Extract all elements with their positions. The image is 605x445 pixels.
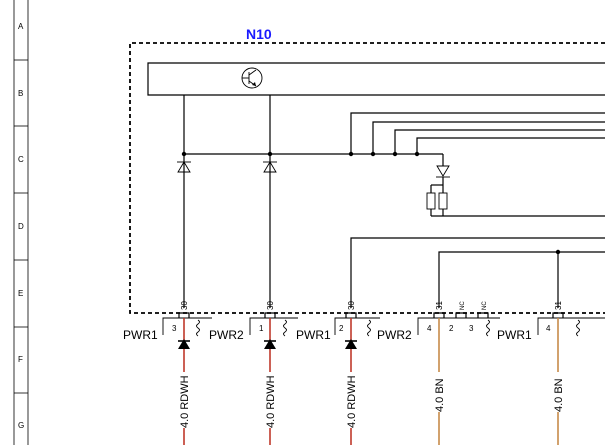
diode-icon [263, 161, 277, 173]
connector-label: PWR2 [209, 328, 244, 342]
spring-icon [576, 319, 580, 337]
pin-label: 30 [266, 301, 275, 310]
spring-icon [486, 319, 490, 337]
internal-wiring [177, 95, 605, 308]
pin-terminals [178, 312, 564, 318]
pin-label: 31 [554, 301, 563, 310]
wire-label: 4.0 RDWH [179, 375, 191, 428]
module-n10: N10 [129, 26, 605, 314]
spring-icon [196, 319, 200, 337]
fuse-icon [178, 339, 190, 349]
connector-pin-number: 4 [427, 324, 432, 333]
connector-pin-number: 3 [469, 324, 474, 333]
connector-label: PWR2 [377, 328, 412, 342]
wire-label: 4.0 RDWH [265, 375, 277, 428]
diode-icon [177, 161, 191, 173]
connector-pwr2-a: 1 PWR2 [209, 317, 298, 342]
connector-pin-number: 1 [259, 324, 264, 333]
connector-label: PWR1 [296, 328, 331, 342]
connector-label: PWR1 [123, 328, 158, 342]
spring-icon [367, 319, 371, 337]
fuse-icon [264, 339, 276, 349]
fuse-icon [345, 339, 357, 349]
pin-label: 31 [435, 301, 444, 310]
module-title: N10 [246, 26, 272, 42]
connector-pwr1-b: 2 PWR1 [296, 317, 380, 342]
row-label-e: E [18, 289, 23, 298]
connector-label: PWR1 [497, 328, 532, 342]
transistor-icon [241, 67, 263, 89]
wire-label: 4.0 RDWH [346, 375, 358, 428]
row-label-g: G [18, 421, 24, 430]
resistor-pair-icon [426, 184, 605, 217]
connector-pwr2-b: 4 2 3 PWR2 [377, 317, 500, 342]
wire-label: 4.0 BN [553, 378, 565, 412]
pin-label: NC [460, 301, 466, 310]
row-label-f: F [18, 355, 23, 364]
pin-labels: 30 30 30 31 NC NC 31 [180, 301, 563, 310]
connector-pin-number: 2 [339, 324, 344, 333]
diode-icon [436, 165, 450, 178]
connector-pin-number: 2 [449, 324, 454, 333]
wire-labels: 4.0 RDWH 4.0 RDWH 4.0 RDWH 4.0 BN 4.0 BN [177, 372, 565, 428]
internal-block [147, 62, 605, 96]
row-label-a: A [18, 22, 24, 31]
module-boundary [129, 42, 605, 314]
connector-pwr1-c: 4 PWR1 [497, 317, 605, 342]
row-label-b: B [18, 89, 23, 98]
wire-label: 4.0 BN [434, 378, 446, 412]
row-label-d: D [18, 222, 24, 231]
spring-icon [283, 319, 287, 337]
connector-pin-number: 3 [172, 324, 177, 333]
row-grid: A B C D E F G [13, 0, 29, 445]
row-label-c: C [18, 155, 24, 164]
pin-label: NC [482, 301, 488, 310]
pin-label: 30 [347, 301, 356, 310]
connector-pwr1-a: 3 PWR1 [123, 317, 212, 342]
connector-pin-number: 4 [546, 324, 551, 333]
pin-label: 30 [180, 301, 189, 310]
